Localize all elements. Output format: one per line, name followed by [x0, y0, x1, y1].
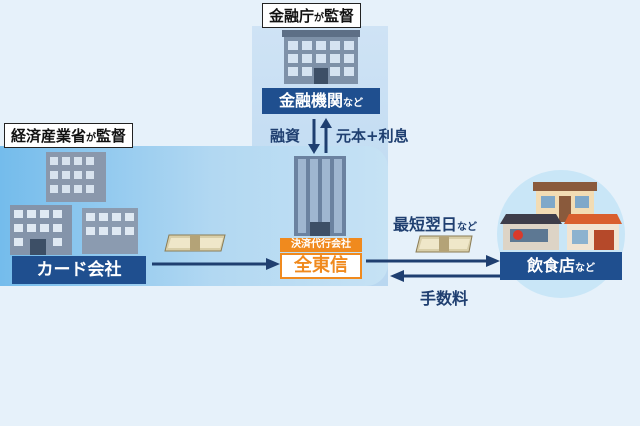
card-building-back-icon	[46, 152, 106, 202]
shop-right-icon	[564, 214, 622, 250]
card-company-label: カード会社	[12, 256, 146, 284]
tower-building-icon	[294, 156, 346, 236]
bank-label-bar: 金融機関など	[262, 88, 380, 114]
fastest-label: 最短翌日など	[393, 211, 477, 235]
restaurant-label: 飲食店	[526, 256, 575, 275]
agent-name-label: 全東信	[280, 253, 362, 279]
arrow-card-to-agent	[152, 258, 280, 270]
bank-label-suffix: など	[343, 98, 363, 109]
bank-building-icon	[282, 30, 360, 84]
money-bundle-icon	[164, 234, 226, 252]
arrow-fee-return	[390, 270, 500, 282]
loan-arrows	[308, 118, 332, 154]
fsa-header: 金融庁が監督	[262, 3, 362, 28]
restaurant-label-bar: 飲食店など	[500, 252, 622, 280]
fastest-suffix: など	[457, 222, 478, 233]
bank-label: 金融機関	[278, 91, 343, 110]
fsa-header-particle: が	[314, 13, 325, 24]
meti-header-particle: が	[86, 133, 97, 144]
fsa-header-main: 金融庁	[269, 7, 315, 25]
fastest-main: 最短翌日	[393, 215, 458, 234]
repayment-label: 元本+利息	[336, 127, 409, 145]
meti-header-main: 経済産業省	[11, 127, 87, 145]
shop-left-icon	[500, 214, 562, 250]
card-building-right-icon	[82, 208, 138, 254]
meti-header-tail: 監督	[96, 127, 127, 145]
fee-label: 手数料	[420, 289, 469, 308]
meti-header: 経済産業省が監督	[4, 123, 134, 148]
card-building-left-icon	[10, 205, 72, 255]
restaurant-label-suffix: など	[575, 263, 595, 274]
fsa-header-tail: 監督	[324, 7, 355, 25]
arrow-agent-to-restaurant	[366, 255, 500, 267]
loan-label: 融資	[270, 127, 301, 145]
agent-type-label: 決済代行会社	[280, 238, 362, 252]
money-bundle-payout-icon	[415, 235, 473, 253]
